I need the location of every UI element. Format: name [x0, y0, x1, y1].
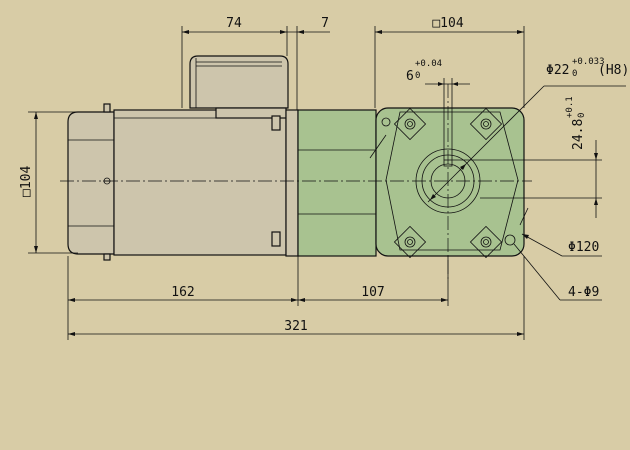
- dim-shaft-tol-lower: 0: [572, 69, 577, 79]
- dim-74-label: 74: [226, 16, 242, 31]
- dim-pcd: Φ120: [521, 233, 602, 257]
- dim-7-label: 7: [321, 16, 329, 31]
- mount-hole-top-left: [393, 107, 427, 141]
- mount-hole-top-right: [469, 107, 503, 141]
- motor-body: [67, 55, 289, 261]
- dim-mount-holes: 4-Φ9: [513, 243, 602, 301]
- dim-key-width-label: 6: [406, 69, 414, 84]
- dim-square-104-top: □104: [374, 16, 525, 108]
- dim-321: 321: [68, 256, 525, 340]
- dim-square-104-top-label: □104: [432, 16, 463, 31]
- corner-hole: [504, 234, 516, 246]
- dim-321-label: 321: [284, 319, 307, 334]
- dim-162: 162: [67, 256, 299, 340]
- dim-shaft-diameter-label: Φ22: [546, 63, 569, 78]
- mount-hole-bottom-right: [469, 225, 503, 259]
- dim-7: 7: [287, 16, 330, 110]
- dim-key-depth-tol-upper: +0.1: [565, 96, 575, 118]
- gearhead: [297, 107, 529, 259]
- dim-shaft-tol-upper: +0.033: [572, 57, 605, 67]
- dim-74: 74: [181, 16, 288, 108]
- dim-key-depth-label: 24.8: [571, 119, 586, 150]
- dim-key-width-tol-upper: +0.04: [415, 59, 442, 69]
- dim-107: 107: [298, 256, 449, 306]
- dim-shaft-diameter: Φ22 +0.033 0 (H8): [427, 57, 629, 203]
- dim-key-depth-tol-lower: 0: [577, 113, 587, 118]
- dim-key-width: 6 +0.04 0: [406, 59, 470, 160]
- mount-hole-bottom-left: [393, 225, 427, 259]
- motor-flange: [285, 109, 299, 257]
- dim-162-label: 162: [171, 285, 194, 300]
- dim-107-label: 107: [361, 285, 384, 300]
- dim-key-width-tol-lower: 0: [415, 71, 420, 81]
- dim-shaft-fit-label: (H8): [598, 63, 629, 78]
- dim-pcd-label: Φ120: [568, 240, 599, 255]
- dim-key-depth: 24.8 +0.1 0: [452, 96, 602, 218]
- dim-square-104-left-label: □104: [19, 166, 34, 197]
- dim-mount-holes-label: 4-Φ9: [568, 285, 599, 300]
- dim-square-104-left: □104: [19, 111, 78, 254]
